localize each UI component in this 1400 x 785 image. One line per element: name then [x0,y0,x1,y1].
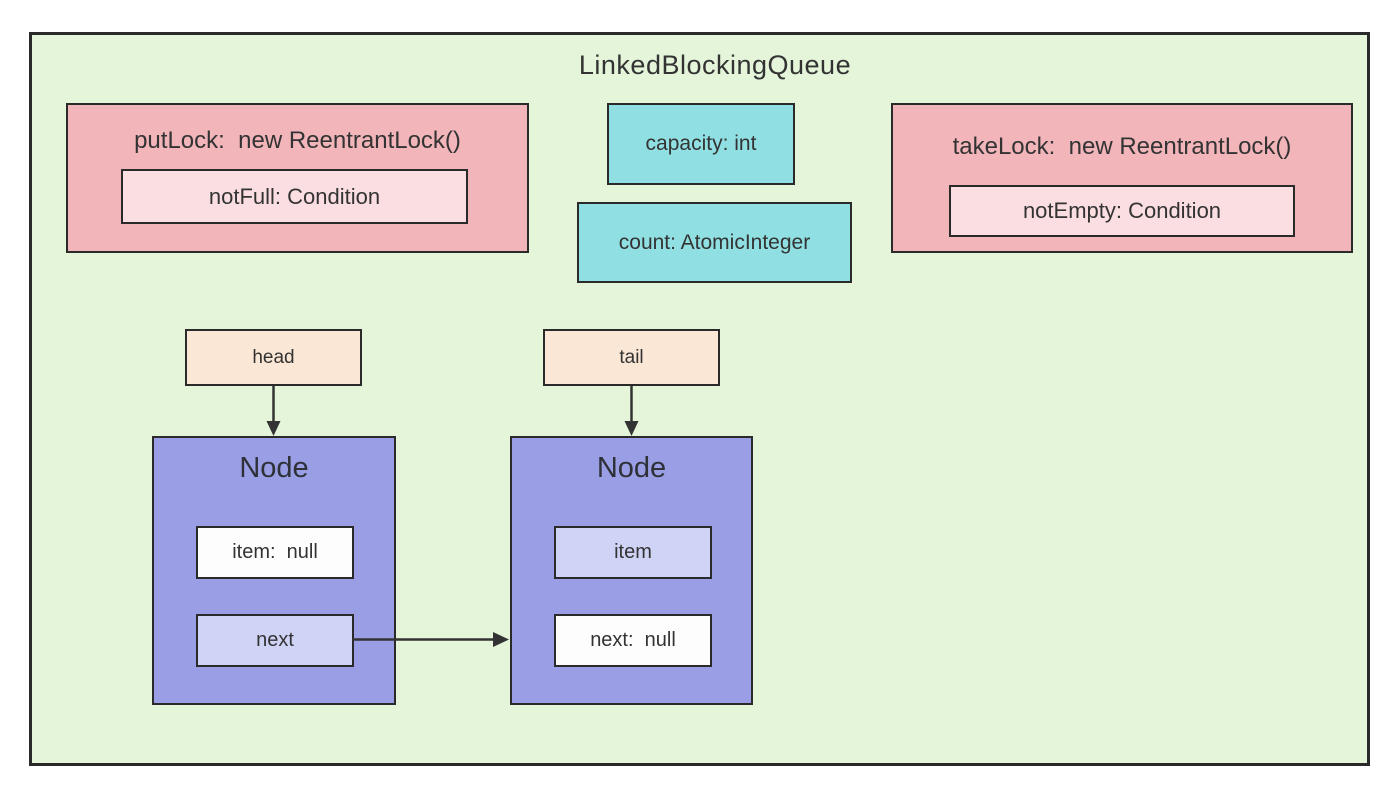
node-2-next-label: next: null [590,629,676,651]
node-1-next-slot: next [196,614,354,667]
head-pointer-box: head [185,329,362,386]
notfull-condition-box: notFull: Condition [121,169,468,224]
diagram-title: LinkedBlockingQueue [578,50,852,80]
notempty-condition-box: notEmpty: Condition [949,185,1295,237]
putlock-label: putLock: new ReentrantLock() [134,127,461,154]
node-1-item-slot: item: null [196,526,354,579]
node-2-next-slot: next: null [554,614,712,667]
node-2-title: Node [596,452,667,484]
node-1-item-label: item: null [232,541,318,563]
node-2-box: Node item next: null [510,436,753,705]
notempty-condition-label: notEmpty: Condition [1022,198,1222,223]
notfull-condition-label: notFull: Condition [208,183,381,209]
tail-pointer-label: tail [619,346,644,368]
count-field-label: count: AtomicInteger [618,230,811,254]
node-1-title: Node [239,452,309,484]
capacity-field-box: capacity: int [607,103,795,185]
capacity-field-label: capacity: int [645,132,757,155]
node-2-item-label: item [614,541,652,563]
node-1-box: Node item: null next [152,436,396,705]
count-field-box: count: AtomicInteger [577,202,852,283]
head-pointer-label: head [252,346,295,368]
node-1-next-label: next [256,629,294,651]
node-2-item-slot: item [554,526,712,579]
putlock-box: putLock: new ReentrantLock() notFull: Co… [66,103,529,253]
tail-pointer-box: tail [543,329,720,386]
takelock-box: takeLock: new ReentrantLock() notEmpty: … [891,103,1353,253]
takelock-label: takeLock: new ReentrantLock() [952,133,1292,160]
